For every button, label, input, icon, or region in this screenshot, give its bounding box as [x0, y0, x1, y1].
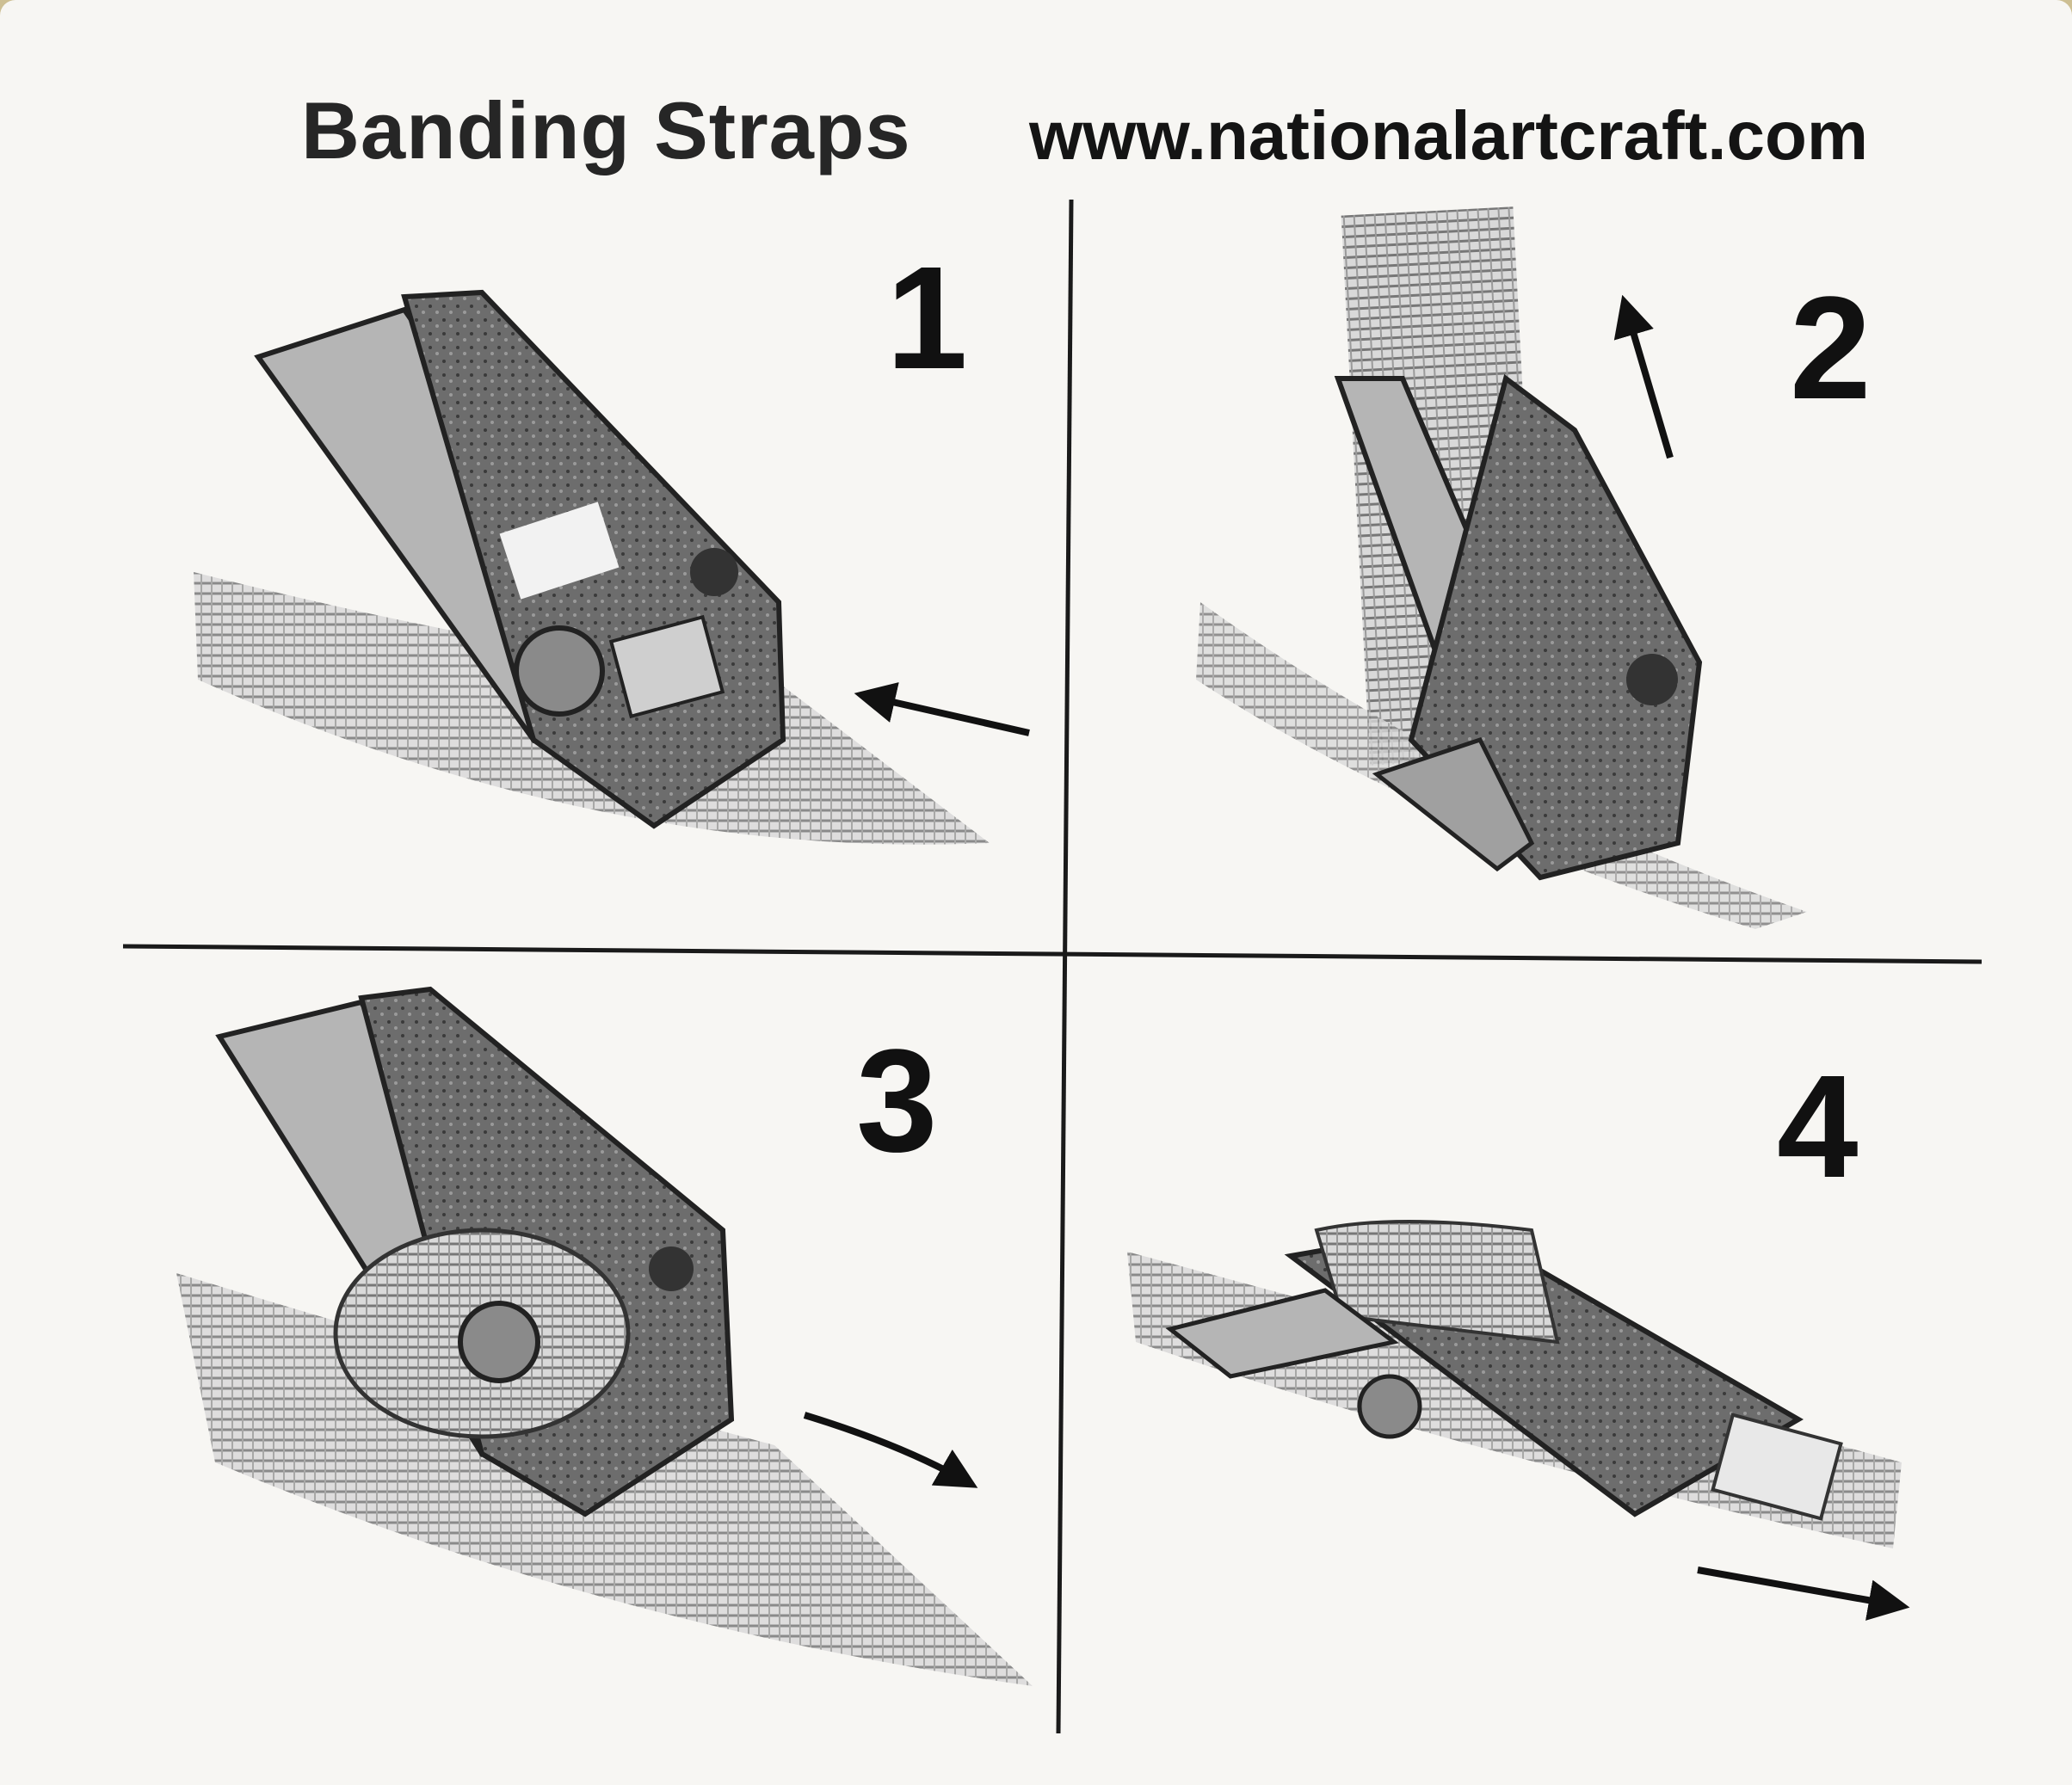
website-url: www.nationalartcraft.com — [1029, 97, 1868, 174]
page-title: Banding Straps — [301, 85, 911, 175]
vertical-divider — [1056, 199, 1074, 1734]
step-number-3: 3 — [856, 1019, 938, 1183]
step-number-4: 4 — [1777, 1045, 1859, 1209]
ratchet-step-1-image — [194, 289, 990, 845]
ratchet-step-2-image — [1196, 206, 1807, 929]
horizontal-divider — [122, 944, 1983, 964]
step-number-1: 1 — [886, 237, 968, 400]
ratchet-step-3-image — [176, 986, 1033, 1686]
ratchet-step-4-image — [1127, 1220, 1902, 1548]
arrow-down-right-icon — [803, 1412, 978, 1488]
arrow-up-icon — [1613, 294, 1674, 459]
step-number-2: 2 — [1790, 267, 1872, 430]
arrow-right-icon — [1697, 1566, 1910, 1621]
arrow-left-icon — [854, 682, 1030, 736]
